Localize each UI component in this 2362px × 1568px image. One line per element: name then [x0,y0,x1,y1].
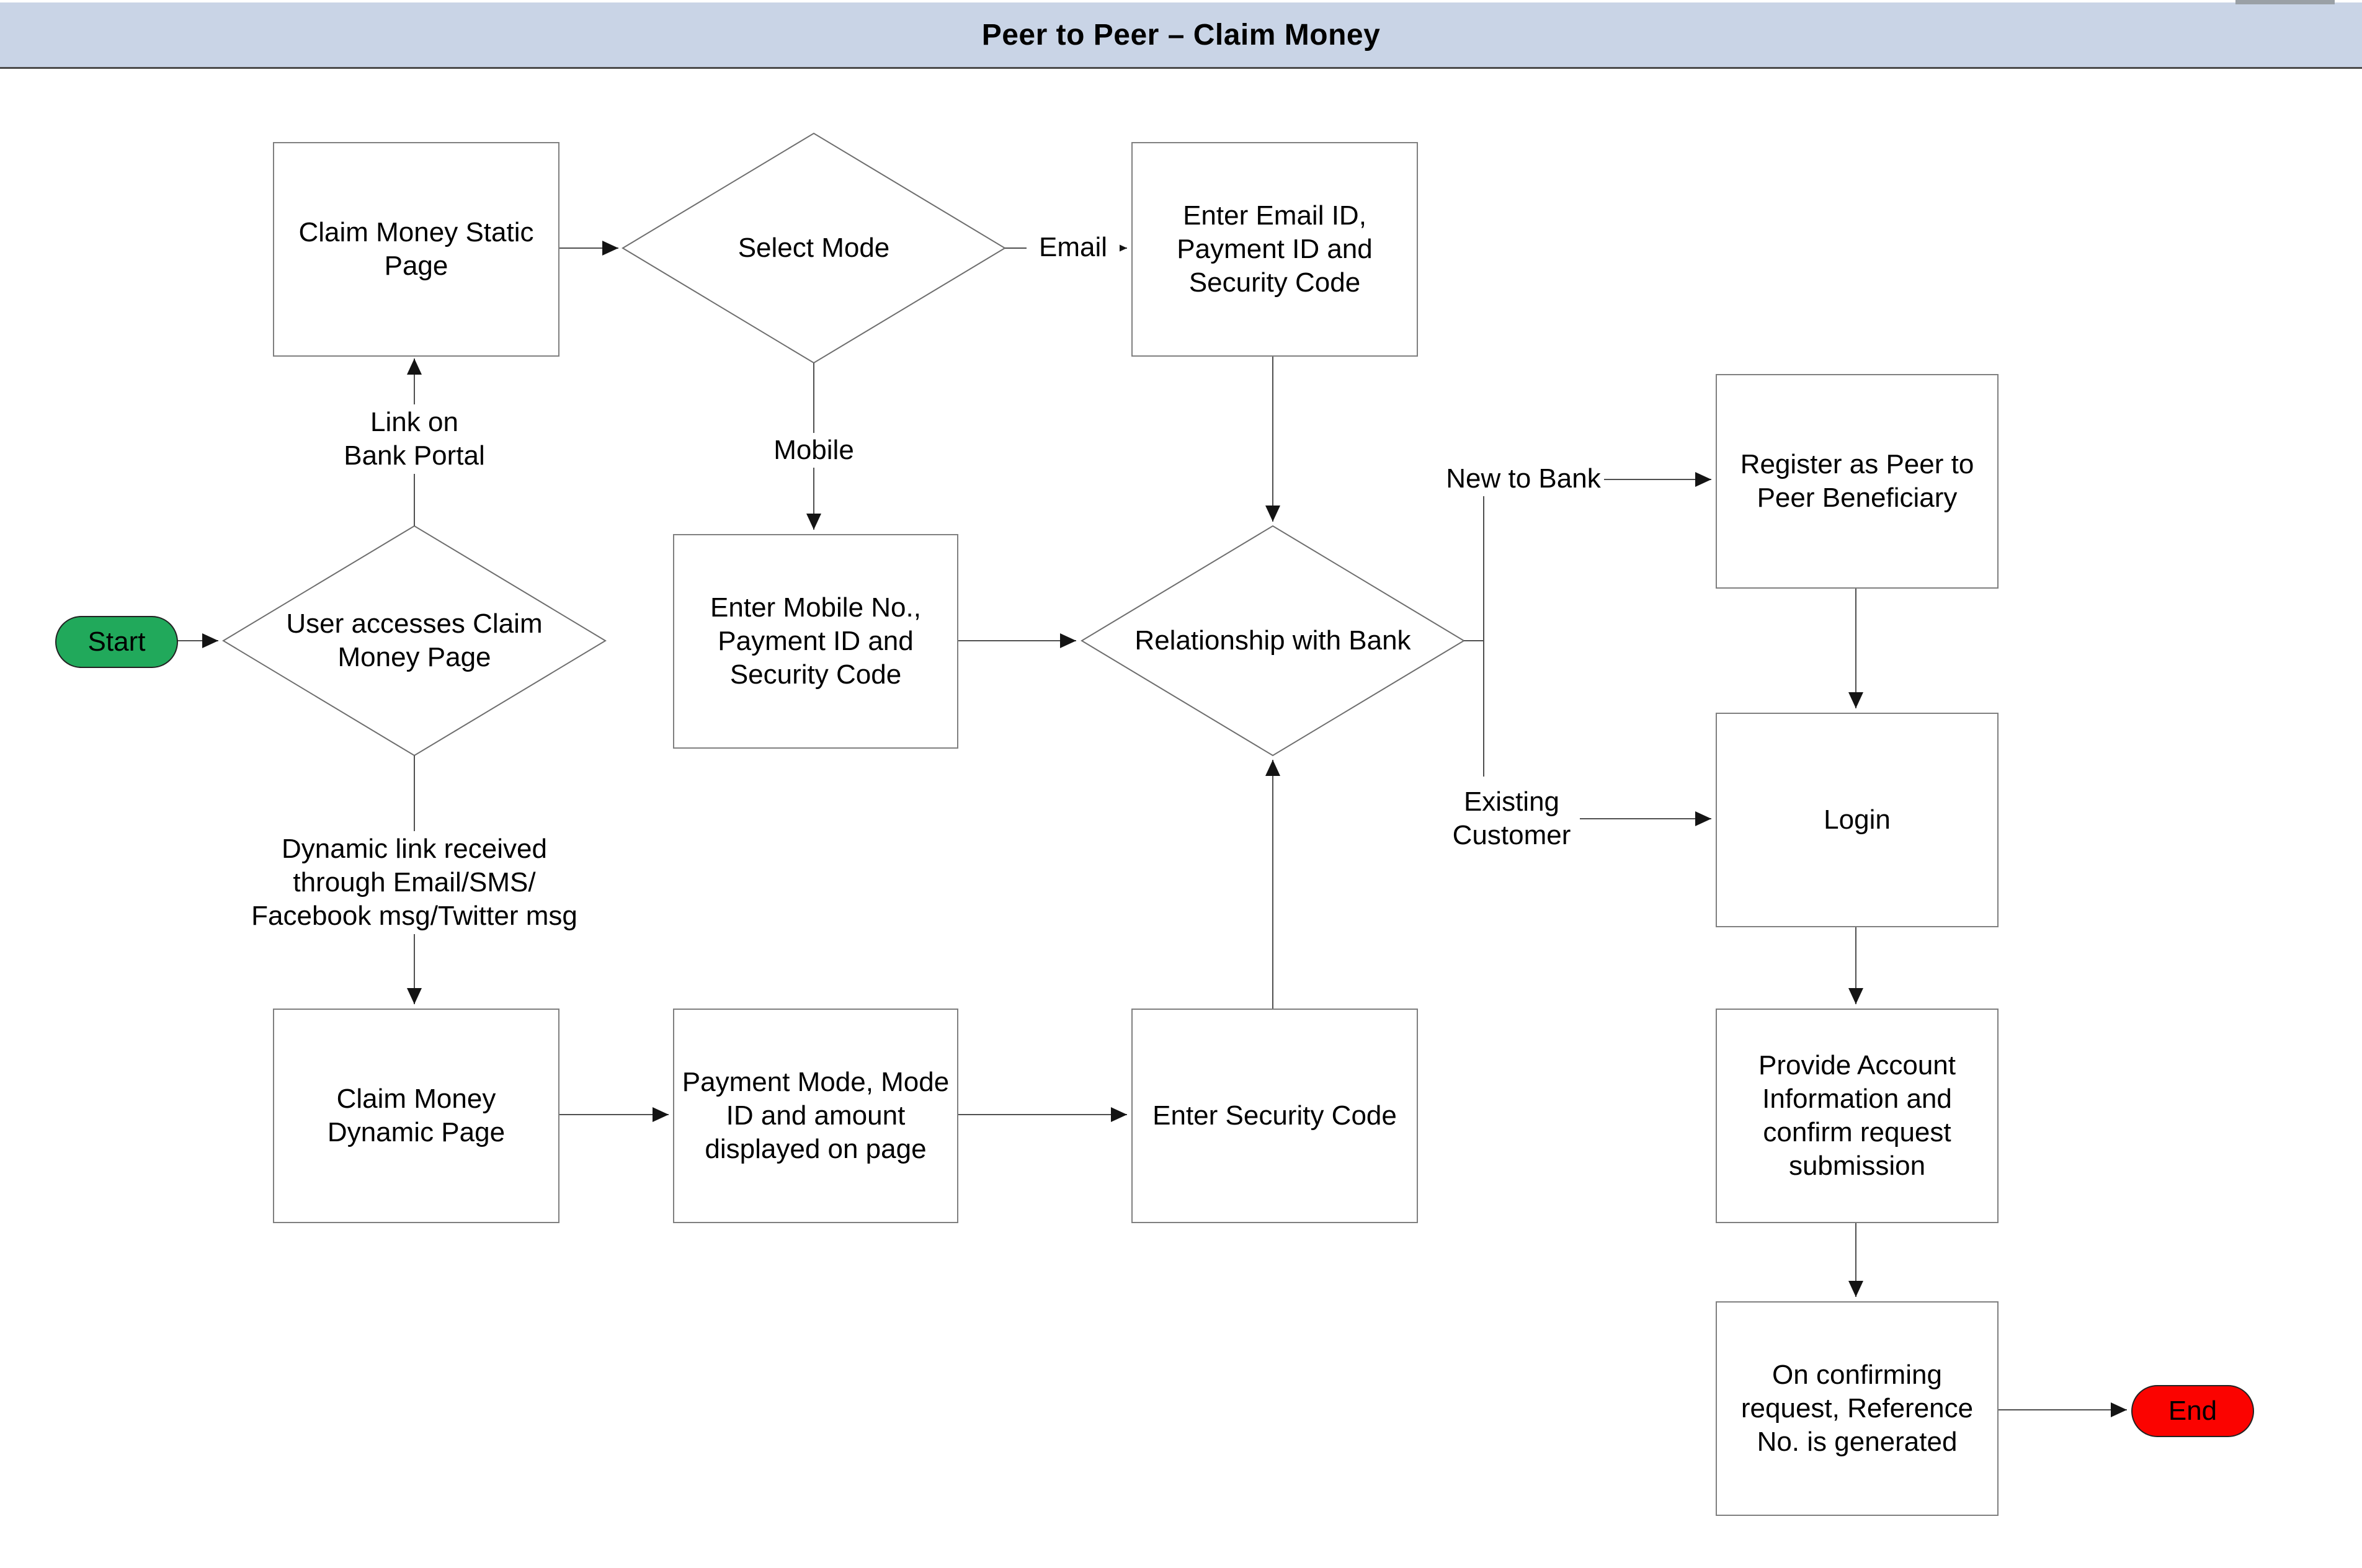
edge-label-new-to-bank-text: New to Bank [1446,463,1601,494]
edge-label-new-to-bank: New to Bank [1443,461,1604,496]
process-login-label: Login [1824,804,1891,835]
process-claim-money-static-page-label: Claim Money Static Page [298,217,534,281]
edge-label-mobile-text: Mobile [773,435,854,465]
process-enter-email-id-label: Enter Email ID, Payment ID and Security … [1177,200,1373,298]
edge-label-existing-customer: Existing Customer [1443,785,1580,853]
process-enter-mobile-no: Enter Mobile No., Payment ID and Securit… [673,534,958,749]
decision-select-mode: Select Mode [623,133,1005,363]
process-claim-money-dynamic-page-label: Claim Money Dynamic Page [327,1084,506,1147]
terminator-end: End [2131,1385,2254,1437]
window-chrome-strip [2235,0,2335,4]
process-claim-money-static-page: Claim Money Static Page [273,142,559,357]
edge-label-dynamic-link-received-text: Dynamic link received through Email/SMS/… [251,834,577,931]
process-enter-mobile-no-label: Enter Mobile No., Payment ID and Securit… [710,592,921,690]
process-enter-security-code: Enter Security Code [1131,1009,1418,1223]
process-enter-email-id: Enter Email ID, Payment ID and Security … [1131,142,1418,357]
diagram-title: Peer to Peer – Claim Money [981,18,1381,51]
edge-label-link-on-bank-portal: Link on Bank Portal [321,404,507,474]
process-enter-security-code-label: Enter Security Code [1152,1100,1397,1131]
process-provide-account-info-label: Provide Account Information and confirm … [1758,1050,1956,1181]
process-register-beneficiary: Register as Peer to Peer Beneficiary [1716,374,1999,589]
decision-user-accesses: User accesses Claim Money Page [223,526,605,755]
process-payment-mode-displayed: Payment Mode, Mode ID and amount display… [673,1009,958,1223]
terminator-start-label: Start [87,626,146,657]
decision-relationship-with-bank-label: Relationship with Bank [1134,625,1411,656]
edge-label-existing-customer-text: Existing Customer [1452,786,1571,850]
decision-user-accesses-label: User accesses Claim Money Page [286,608,543,672]
terminator-start: Start [55,616,178,668]
terminator-end-label: End [2168,1396,2217,1426]
edge-label-mobile: Mobile [761,433,867,468]
process-register-beneficiary-label: Register as Peer to Peer Beneficiary [1740,449,1974,513]
edge-label-email: Email [1027,230,1120,265]
title-bar: Peer to Peer – Claim Money [0,2,2362,69]
decision-select-mode-label: Select Mode [738,233,890,263]
decision-user-accesses-shape [222,525,607,757]
decision-relationship-with-bank: Relationship with Bank [1082,526,1464,755]
process-reference-no-generated-label: On confirming request, Reference No. is … [1740,1360,1974,1457]
process-payment-mode-displayed-label: Payment Mode, Mode ID and amount display… [682,1067,950,1164]
process-login: Login [1716,713,1999,927]
edge-label-dynamic-link-received: Dynamic link received through Email/SMS/… [234,831,594,934]
edge-label-email-text: Email [1038,232,1108,262]
process-provide-account-info: Provide Account Information and confirm … [1716,1009,1999,1223]
edge-label-link-on-bank-portal-text: Link on Bank Portal [344,407,485,471]
process-claim-money-dynamic-page: Claim Money Dynamic Page [273,1009,559,1223]
process-reference-no-generated: On confirming request, Reference No. is … [1716,1301,1999,1516]
